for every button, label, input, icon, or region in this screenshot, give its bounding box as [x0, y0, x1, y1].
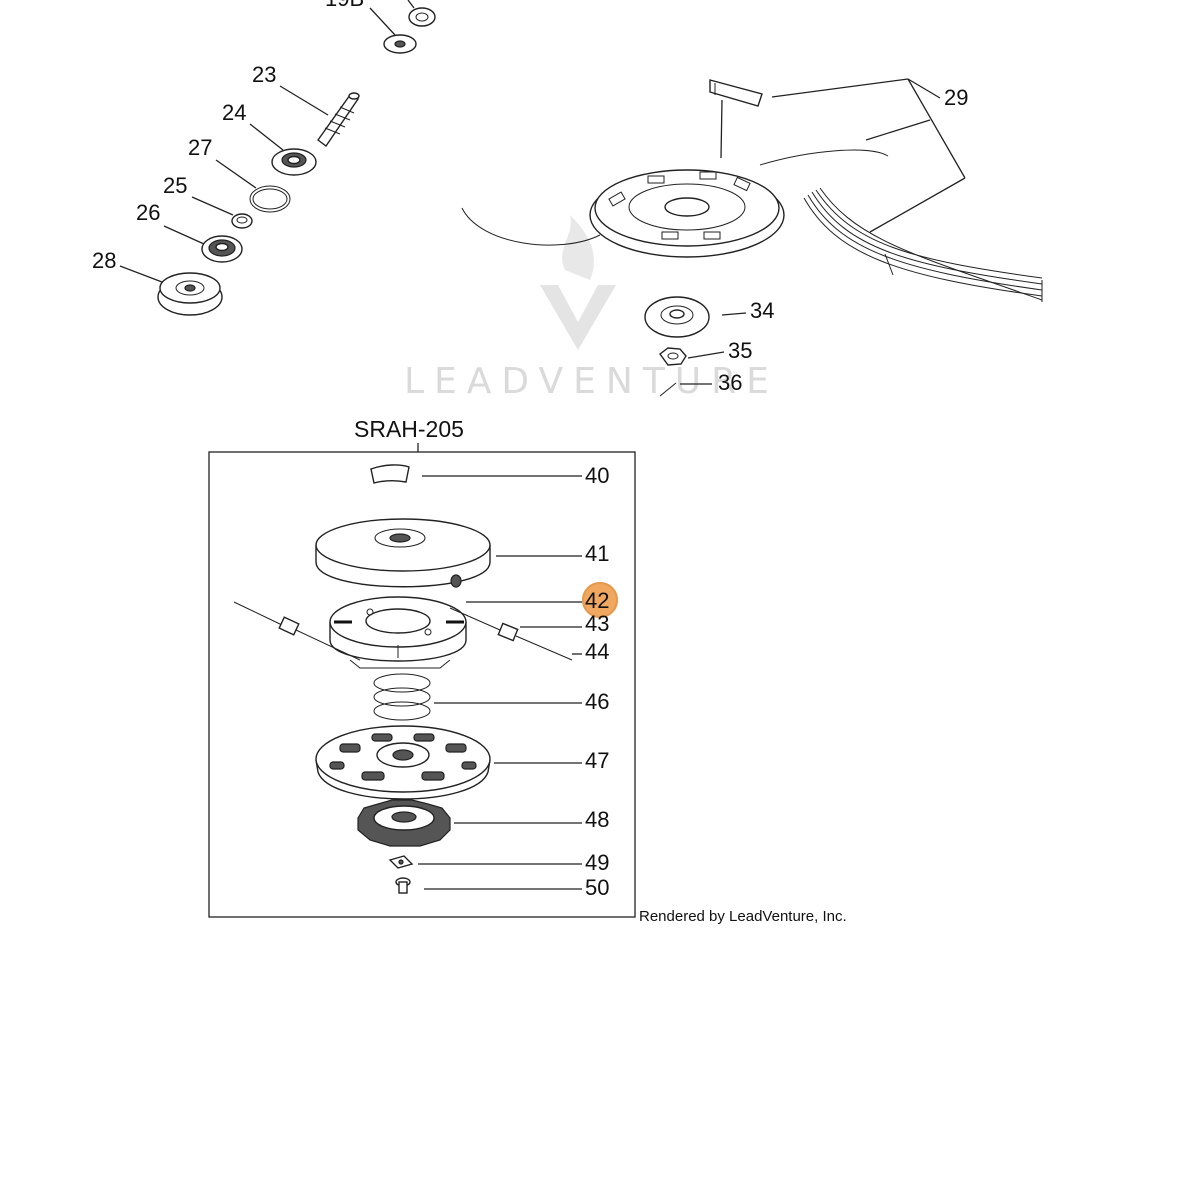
callout-29-leaders: [771, 78, 966, 233]
callout-49: 49: [585, 850, 609, 875]
callout-27: 27: [188, 135, 212, 160]
part-19b-group: 19B: [325, 0, 436, 54]
callout-26: 26: [136, 200, 160, 225]
callout-47: 47: [585, 748, 609, 773]
callout-42: 42: [585, 588, 609, 613]
callout-42-highlight: [581, 581, 619, 619]
part-34-washer: [644, 296, 710, 338]
part-43-44-lines: [233, 601, 573, 661]
assembly-title: SRAH-205: [354, 416, 464, 442]
callout-28: 28: [92, 248, 116, 273]
callout-46: 46: [585, 689, 609, 714]
callout-43: 43: [585, 611, 609, 636]
part-23-shaft: [317, 92, 360, 147]
part-25-washer: [231, 213, 253, 229]
part-48-knob: [357, 799, 451, 847]
srah-205-assembly: SRAH-205 40 41: [208, 416, 636, 918]
leadventure-watermark: LEADVENTURE: [404, 215, 779, 402]
callout-23: 23: [252, 62, 276, 87]
callout-40: 40: [585, 463, 609, 488]
part-24-bearing: [271, 148, 317, 176]
callout-19b: 19B: [325, 0, 364, 11]
part-29-line-head: [461, 79, 1043, 302]
render-credit: Rendered by LeadVenture, Inc.: [639, 908, 847, 925]
callout-25: 25: [163, 173, 187, 198]
part-47-base: [315, 725, 491, 800]
part-40-insert: [370, 464, 410, 484]
part-41-cover: [315, 518, 491, 588]
assembly-frame: [208, 451, 636, 918]
part-35-nut: [659, 347, 687, 366]
part-36-pin: [659, 382, 677, 397]
callout-35: 35: [728, 338, 752, 363]
part-28-cover: [157, 272, 223, 316]
part-46-spring: [373, 673, 431, 721]
callout-34: 34: [750, 298, 774, 323]
callout-48: 48: [585, 807, 609, 832]
callout-50: 50: [585, 875, 609, 900]
part-49-washer: [388, 855, 414, 869]
part-42-spool: [329, 596, 467, 669]
part-26-seal: [201, 235, 243, 263]
watermark-text: LEADVENTURE: [404, 361, 779, 402]
callout-41: 41: [585, 541, 609, 566]
part-50-bolt: [395, 877, 411, 894]
callout-29: 29: [944, 85, 968, 110]
callout-36: 36: [718, 370, 742, 395]
callout-44: 44: [585, 639, 609, 664]
part-27-ring: [249, 185, 291, 213]
upper-left-parts: 23 24 27 25 26: [92, 62, 360, 316]
callout-24: 24: [222, 100, 246, 125]
